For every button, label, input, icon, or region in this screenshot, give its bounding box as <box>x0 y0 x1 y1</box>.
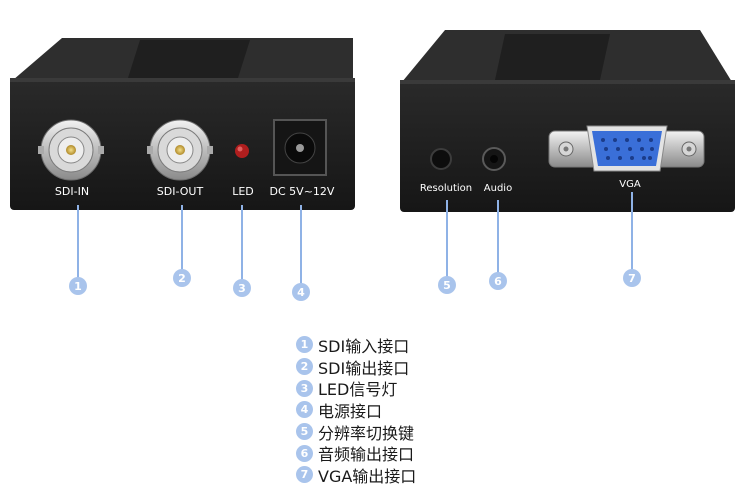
legend-text: 音频输出接口 <box>318 445 415 465</box>
port-label-dc: DC 5V~12V <box>270 185 335 198</box>
port-label-led: LED <box>232 185 254 198</box>
callout-badge-7: 7 <box>623 269 641 287</box>
legend-number-badge: 7 <box>296 466 313 484</box>
callout-badge-5: 5 <box>438 276 456 294</box>
svg-text:7: 7 <box>628 272 636 285</box>
legend-item: 2 SDI输出接口 <box>296 356 516 378</box>
port-label-vga: VGA <box>619 179 641 190</box>
sdi-in-bnc-connector-icon <box>38 119 104 181</box>
legend-text: VGA输出接口 <box>318 466 417 486</box>
led-indicator-icon <box>235 144 249 158</box>
resolution-push-button-icon <box>430 148 452 170</box>
callout-badge-2: 2 <box>173 269 191 287</box>
port-label-sdi-in: SDI-IN <box>55 185 89 198</box>
legend-number-badge: 5 <box>296 423 313 441</box>
legend-number-badge: 4 <box>296 401 313 419</box>
legend-item: 1 SDI输入接口 <box>296 334 516 356</box>
callout-badge-4: 4 <box>292 283 310 301</box>
port-legend: 1 SDI输入接口 2 SDI输出接口 3 LED信号灯 4 电源接口 5 分辨… <box>296 334 516 486</box>
legend-item: 4 电源接口 <box>296 399 516 421</box>
port-label-audio: Audio <box>484 183 512 194</box>
vga-port-icon <box>548 125 705 172</box>
svg-text:2: 2 <box>178 272 186 285</box>
callout-badge-6: 6 <box>489 272 507 290</box>
legend-text: LED信号灯 <box>318 380 398 400</box>
legend-item: 3 LED信号灯 <box>296 377 516 399</box>
legend-number-badge: 2 <box>296 358 313 376</box>
port-label-resolution: Resolution <box>420 183 472 194</box>
legend-item: 7 VGA输出接口 <box>296 464 516 486</box>
left-device: SDI-IN SDI-OUT LED DC 5V~12V <box>10 38 355 210</box>
legend-text: 分辨率切换键 <box>318 423 415 443</box>
legend-number-badge: 1 <box>296 336 313 354</box>
audio-jack-icon <box>482 147 506 171</box>
svg-text:4: 4 <box>297 286 305 299</box>
dc-power-jack-icon <box>273 119 327 176</box>
legend-number-badge: 3 <box>296 379 313 397</box>
legend-text: 电源接口 <box>318 401 383 421</box>
svg-text:1: 1 <box>74 280 82 293</box>
sdi-out-bnc-connector-icon <box>147 119 213 181</box>
callout-badge-1: 1 <box>69 277 87 295</box>
port-label-sdi-out: SDI-OUT <box>157 185 204 198</box>
callout-badge-3: 3 <box>233 279 251 297</box>
svg-text:5: 5 <box>443 279 451 292</box>
right-device: Resolution Audio VGA <box>400 30 735 212</box>
legend-text: SDI输出接口 <box>318 358 410 378</box>
callout-leaders <box>77 192 633 287</box>
svg-text:3: 3 <box>238 282 246 295</box>
legend-item: 6 音频输出接口 <box>296 442 516 464</box>
legend-item: 5 分辨率切换键 <box>296 421 516 443</box>
legend-text: SDI输入接口 <box>318 336 410 356</box>
svg-text:6: 6 <box>494 275 502 288</box>
legend-number-badge: 6 <box>296 444 313 462</box>
